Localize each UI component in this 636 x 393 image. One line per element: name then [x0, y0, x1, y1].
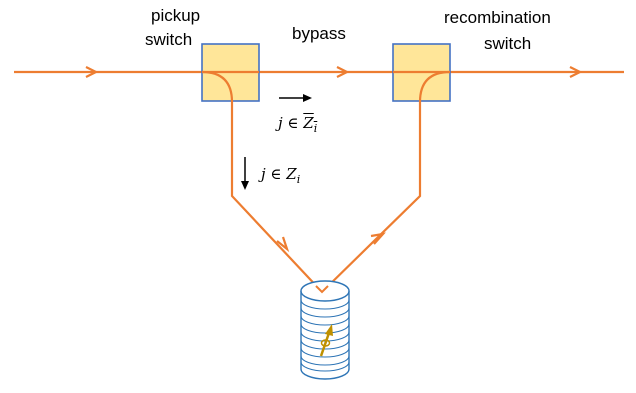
- bypass-complement-set: Zi: [303, 114, 318, 135]
- down-arrow-icon: [241, 181, 249, 190]
- beam-arrow-icon-3: [569, 66, 583, 78]
- recombination-branch-path: [321, 70, 451, 293]
- recombination-label-line2: switch: [484, 34, 532, 53]
- bypass-condition-math: j ∈ Zi: [278, 114, 317, 138]
- recombination-label-line1: recombination: [444, 8, 551, 27]
- bypass-condition-prefix: j ∈: [278, 114, 304, 132]
- pickup-label-line2: switch: [145, 30, 193, 49]
- cylinder-entry-vertex: [315, 285, 329, 294]
- pickup-set-letter: Z: [286, 165, 297, 183]
- bypass-set-subscript: i: [313, 122, 318, 135]
- bypass-label: bypass: [292, 24, 346, 43]
- pickup-set-subscript: i: [296, 173, 301, 186]
- pickup-condition-prefix: j ∈: [261, 165, 287, 183]
- beam-arrow-icon-2: [336, 66, 350, 78]
- bypass-set-letter: Z: [303, 114, 314, 132]
- right-arrow-icon: [303, 94, 312, 102]
- pickup-label-line1: pickup: [151, 6, 201, 25]
- pickup-condition-math: j ∈ Zi: [261, 165, 300, 189]
- storage-ring-cylinder-icon: [300, 280, 350, 380]
- pickup-branch-arrow-icon: [276, 236, 290, 253]
- recomb-branch-arrow-icon: [370, 232, 386, 245]
- beam-arrow-icon-1: [85, 66, 99, 78]
- spin-icon: [319, 324, 333, 357]
- pickup-branch-path: [201, 70, 323, 293]
